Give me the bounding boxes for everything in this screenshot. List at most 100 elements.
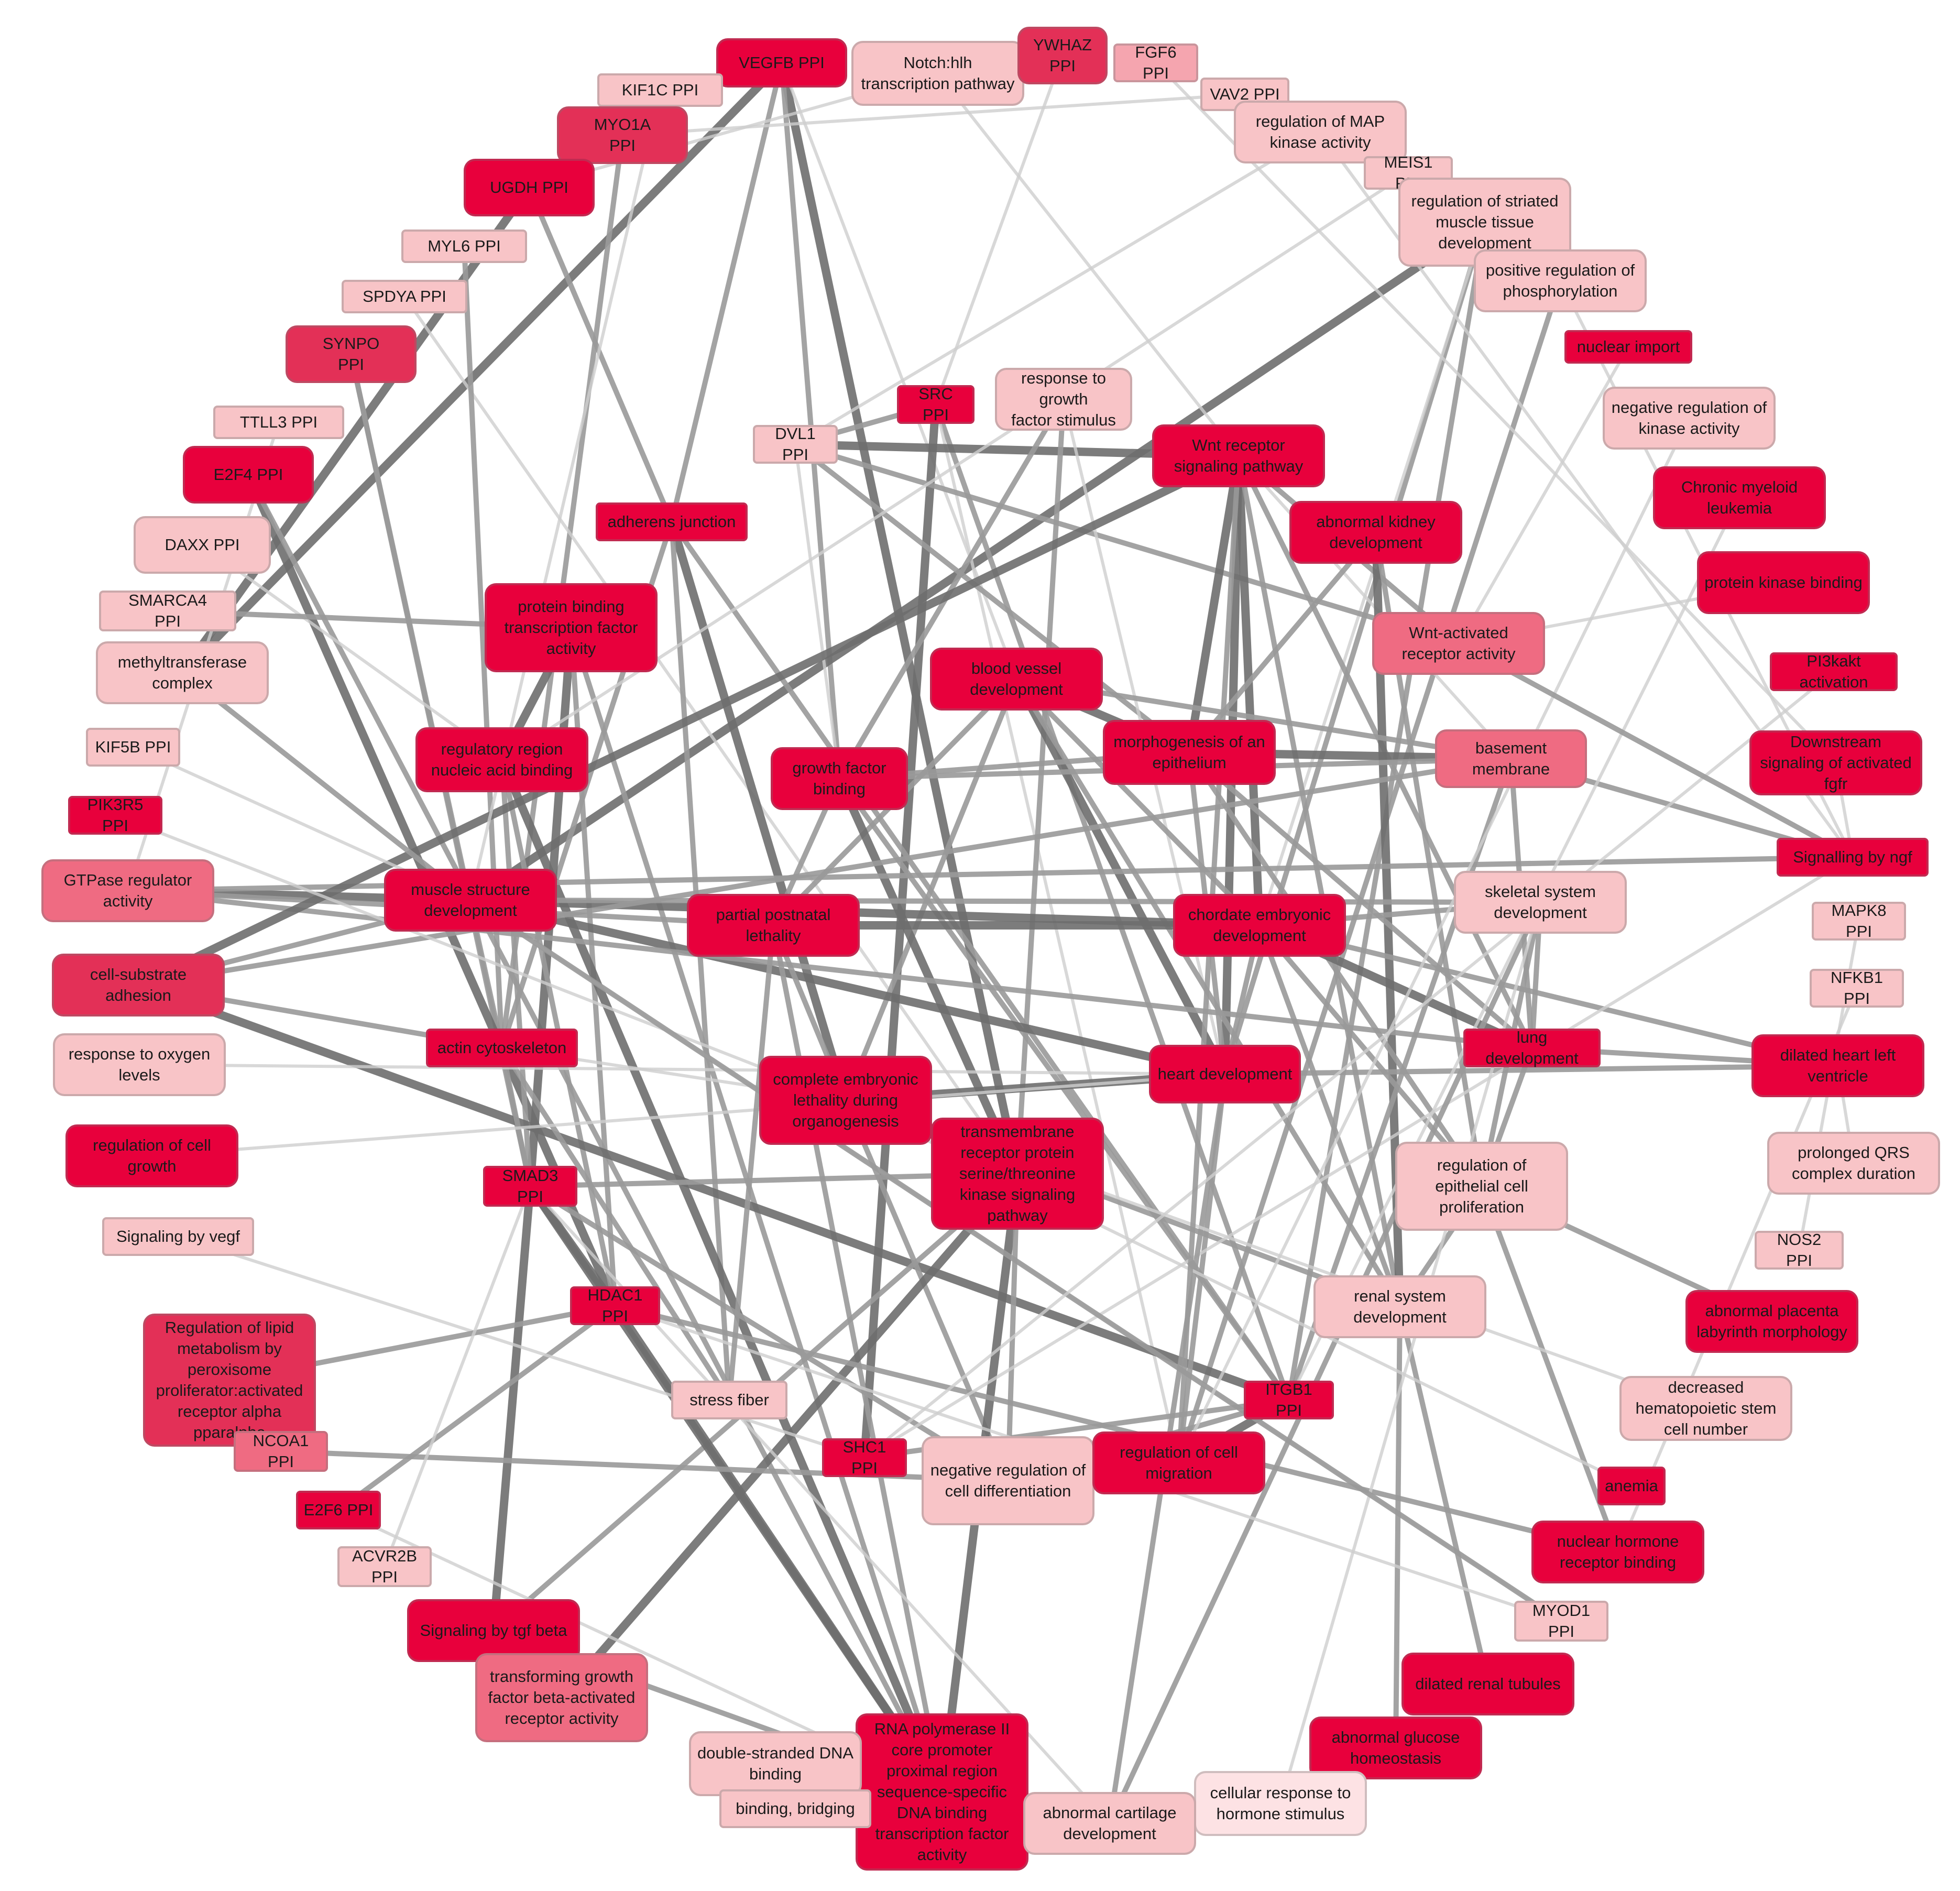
node-respgrowth[interactable]: response to growth factor stimulus bbox=[995, 368, 1132, 431]
node-kif1c[interactable]: KIF1C PPI bbox=[597, 73, 723, 107]
node-lipid[interactable]: Regulation of lipid metabolism by peroxi… bbox=[143, 1314, 316, 1447]
node-abcart[interactable]: abnormal cartilage development bbox=[1023, 1792, 1196, 1855]
node-cellhormone[interactable]: cellular response to hormone stimulus bbox=[1194, 1771, 1367, 1836]
node-heart[interactable]: heart development bbox=[1149, 1045, 1301, 1103]
node-nos2[interactable]: NOS2 PPI bbox=[1755, 1230, 1844, 1270]
node-gtpase[interactable]: GTPase regulator activity bbox=[41, 859, 214, 922]
node-adherens[interactable]: adherens junction bbox=[596, 502, 748, 541]
node-myl6[interactable]: MYL6 PPI bbox=[401, 229, 527, 263]
node-pik3r5[interactable]: PIK3R5 PPI bbox=[68, 795, 162, 835]
node-gfbinding[interactable]: growth factor binding bbox=[771, 747, 908, 810]
node-nfkb1[interactable]: NFKB1 PPI bbox=[1810, 968, 1904, 1008]
node-ngf[interactable]: Signalling by ngf bbox=[1777, 838, 1929, 877]
node-dechsc[interactable]: decreased hematopoietic stem cell number bbox=[1619, 1376, 1792, 1441]
node-synpo[interactable]: SYNPO PPI bbox=[286, 325, 417, 383]
node-posphos[interactable]: positive regulation of phosphorylation bbox=[1474, 249, 1647, 312]
edge-ugdh-methyl bbox=[178, 183, 533, 677]
node-myo1a[interactable]: MYO1A PPI bbox=[557, 106, 688, 164]
node-itgb1[interactable]: ITGB1 PPI bbox=[1244, 1380, 1334, 1419]
node-regmap[interactable]: regulation of MAP kinase activity bbox=[1234, 101, 1407, 163]
node-wnt[interactable]: Wnt receptor signaling pathway bbox=[1152, 424, 1325, 487]
node-ncoa1[interactable]: NCOA1 PPI bbox=[234, 1431, 328, 1472]
node-label: TTLL3 PPI bbox=[239, 413, 318, 431]
node-pi3k[interactable]: PI3kakt activation bbox=[1770, 652, 1898, 691]
node-smad3[interactable]: SMAD3 PPI bbox=[483, 1166, 577, 1207]
node-fgf6[interactable]: FGF6 PPI bbox=[1113, 43, 1198, 82]
node-morpho[interactable]: morphogenesis of an epithelium bbox=[1103, 720, 1276, 785]
node-e2f4[interactable]: E2F4 PPI bbox=[183, 446, 314, 504]
node-tgfact[interactable]: transforming growth factor beta-activate… bbox=[475, 1653, 648, 1742]
node-chordate[interactable]: chordate embryonic development bbox=[1173, 894, 1346, 957]
node-negdiff[interactable]: negative regulation of cell differentiat… bbox=[922, 1436, 1094, 1525]
node-actin[interactable]: actin cytoskeleton bbox=[426, 1029, 578, 1067]
node-regstriated[interactable]: regulation of striated muscle tissue dev… bbox=[1398, 178, 1571, 267]
node-binding[interactable]: binding, bridging bbox=[719, 1789, 871, 1828]
node-label: SPDYA PPI bbox=[363, 287, 446, 305]
node-partial[interactable]: partial postnatal lethality bbox=[687, 894, 860, 957]
node-smarca4[interactable]: SMARCA4 PPI bbox=[99, 591, 236, 631]
node-hdac1[interactable]: HDAC1 PPI bbox=[570, 1286, 660, 1325]
node-regcellgrowth[interactable]: regulation of cell growth bbox=[65, 1124, 238, 1187]
node-shc1[interactable]: SHC1 PPI bbox=[822, 1438, 907, 1477]
edge-respgrowth-tmrec bbox=[1015, 397, 1066, 1176]
node-dsdna[interactable]: double-stranded DNA binding bbox=[689, 1731, 862, 1796]
node-abkidney[interactable]: abnormal kidney development bbox=[1289, 501, 1462, 564]
node-kif5b[interactable]: KIF5B PPI bbox=[86, 728, 180, 767]
node-basement[interactable]: basement membrane bbox=[1435, 729, 1587, 788]
node-nucimport[interactable]: nuclear import bbox=[1564, 330, 1692, 364]
edge-gtpase-lung bbox=[125, 888, 1535, 1051]
node-wntact[interactable]: Wnt-activated receptor activity bbox=[1372, 612, 1545, 675]
node-vegf[interactable]: Signaling by vegf bbox=[102, 1217, 254, 1256]
node-label: UGDH PPI bbox=[490, 178, 568, 196]
node-nhr[interactable]: nuclear hormone receptor binding bbox=[1531, 1521, 1704, 1583]
node-regregion[interactable]: regulatory region nucleic acid binding bbox=[415, 727, 588, 792]
edge-ugdh-adherens bbox=[527, 185, 674, 524]
node-label: actin cytoskeleton bbox=[437, 1039, 567, 1057]
edge-regepi-nhr bbox=[1479, 1184, 1620, 1555]
node-spdya[interactable]: SPDYA PPI bbox=[342, 280, 467, 313]
node-methyl[interactable]: methyltransferase complex bbox=[96, 641, 269, 704]
edge-wnt-morpho bbox=[1185, 452, 1243, 757]
node-myod1[interactable]: MYOD1 PPI bbox=[1514, 1601, 1608, 1642]
node-acvr2b[interactable]: ACVR2B PPI bbox=[337, 1546, 432, 1587]
node-regmig[interactable]: regulation of cell migration bbox=[1092, 1431, 1265, 1494]
node-anemia[interactable]: anemia bbox=[1597, 1467, 1666, 1505]
node-label: complete embryonic lethality during orga… bbox=[773, 1070, 918, 1130]
node-tgfbeta[interactable]: Signaling by tgf beta bbox=[407, 1599, 580, 1662]
node-bloodvessel[interactable]: blood vessel development bbox=[930, 648, 1103, 711]
node-cellsub[interactable]: cell-substrate adhesion bbox=[52, 954, 225, 1016]
node-abglucose[interactable]: abnormal glucose homeostasis bbox=[1309, 1717, 1482, 1779]
node-abplacenta[interactable]: abnormal placenta labyrinth morphology bbox=[1685, 1290, 1858, 1353]
node-lung[interactable]: lung development bbox=[1463, 1028, 1601, 1067]
node-notch[interactable]: Notch:hlh transcription pathway bbox=[851, 41, 1024, 106]
node-dilatedrenal[interactable]: dilated renal tubules bbox=[1401, 1653, 1574, 1715]
node-prolqrs[interactable]: prolonged QRS complex duration bbox=[1767, 1132, 1940, 1195]
node-vegfb[interactable]: VEGFB PPI bbox=[716, 38, 847, 88]
node-dvl1[interactable]: DVL1 PPI bbox=[753, 424, 838, 464]
node-downfgfr[interactable]: Downstream signaling of activated fgfr bbox=[1749, 730, 1922, 795]
node-musclestruct[interactable]: muscle structure development bbox=[384, 869, 557, 932]
node-cml[interactable]: Chronic myeloid leukemia bbox=[1653, 466, 1826, 529]
edge-abkidney-morpho bbox=[1187, 530, 1378, 755]
node-regepi[interactable]: regulation of epithelial cell proliferat… bbox=[1395, 1142, 1568, 1231]
node-mapk8[interactable]: MAPK8 PPI bbox=[1812, 901, 1906, 941]
node-daxx[interactable]: DAXX PPI bbox=[134, 516, 271, 574]
node-renal[interactable]: renal system development bbox=[1313, 1275, 1486, 1338]
node-respoxy[interactable]: response to oxygen levels bbox=[53, 1033, 226, 1096]
node-ttll3[interactable]: TTLL3 PPI bbox=[213, 406, 344, 439]
node-ugdh[interactable]: UGDH PPI bbox=[464, 159, 595, 216]
node-ywhaz[interactable]: YWHAZ PPI bbox=[1017, 27, 1108, 84]
node-e2f6[interactable]: E2F6 PPI bbox=[296, 1491, 381, 1529]
node-tmrec[interactable]: transmembrane receptor protein serine/th… bbox=[931, 1118, 1104, 1230]
node-label: Regulation of lipid metabolism by peroxi… bbox=[156, 1318, 303, 1441]
node-skeletal[interactable]: skeletal system development bbox=[1454, 871, 1627, 934]
node-stress[interactable]: stress fiber bbox=[671, 1381, 787, 1419]
node-dilatedheart[interactable]: dilated heart left ventricle bbox=[1751, 1034, 1924, 1097]
node-rnapol[interactable]: RNA polymerase II core promoter proximal… bbox=[856, 1713, 1028, 1871]
node-complete[interactable]: complete embryonic lethality during orga… bbox=[759, 1056, 932, 1145]
node-pbtf[interactable]: protein binding transcription factor act… bbox=[485, 583, 658, 672]
node-pkbinding[interactable]: protein kinase binding bbox=[1697, 551, 1870, 614]
node-src[interactable]: SRC PPI bbox=[897, 385, 974, 424]
node-negkinase[interactable]: negative regulation of kinase activity bbox=[1603, 387, 1776, 450]
